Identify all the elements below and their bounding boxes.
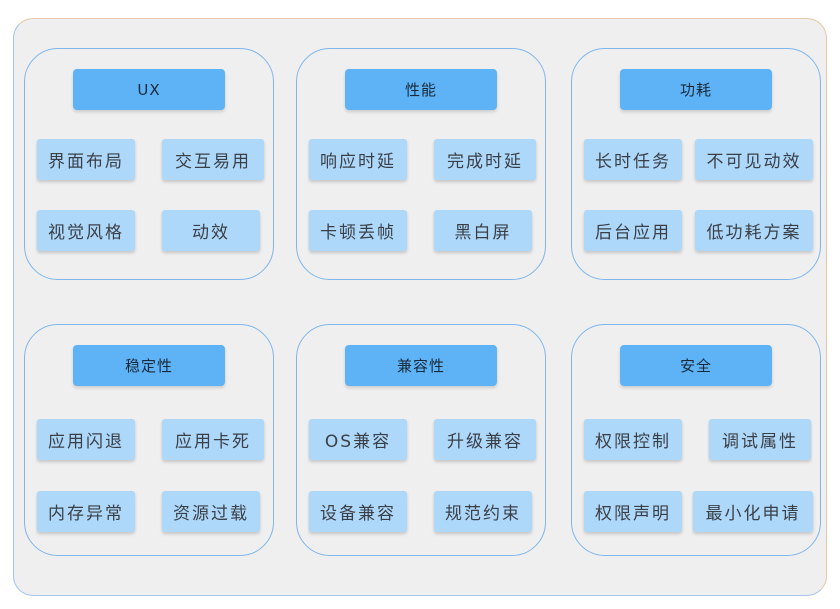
item-tag: 权限声明 [584, 491, 682, 532]
item-tag: 完成时延 [434, 139, 536, 180]
item-tag: 应用闪退 [37, 419, 135, 460]
item-tag: 卡顿丢帧 [309, 210, 407, 251]
item-tag: 权限控制 [584, 419, 682, 460]
item-tag: 动效 [162, 210, 260, 251]
group-title: 安全 [620, 345, 772, 386]
item-tag: 长时任务 [584, 139, 682, 180]
item-tag: 低功耗方案 [695, 210, 813, 251]
item-tag: 不可见动效 [695, 139, 813, 180]
item-tag: 界面布局 [37, 139, 135, 180]
group-title: UX [73, 69, 225, 110]
group-performance: 性能 响应时延 完成时延 卡顿丢帧 黑白屏 [296, 48, 546, 280]
item-tag: 调试属性 [709, 419, 811, 460]
item-tag: 黑白屏 [434, 210, 532, 251]
item-tag: 交互易用 [162, 139, 264, 180]
item-tag: 最小化申请 [693, 491, 813, 532]
item-tag: 响应时延 [309, 139, 407, 180]
item-tag: 应用卡死 [162, 419, 264, 460]
group-security: 安全 权限控制 调试属性 权限声明 最小化申请 [571, 324, 821, 556]
item-tag: 后台应用 [584, 210, 682, 251]
group-title: 性能 [345, 69, 497, 110]
group-stability: 稳定性 应用闪退 应用卡死 内存异常 资源过载 [24, 324, 274, 556]
group-title: 功耗 [620, 69, 772, 110]
group-title: 兼容性 [345, 345, 497, 386]
group-compatibility: 兼容性 OS兼容 升级兼容 设备兼容 规范约束 [296, 324, 546, 556]
item-tag: 资源过载 [162, 491, 260, 532]
item-tag: 规范约束 [434, 491, 532, 532]
group-title: 稳定性 [73, 345, 225, 386]
item-tag: OS兼容 [309, 419, 407, 460]
group-ux: UX 界面布局 交互易用 视觉风格 动效 [24, 48, 274, 280]
group-power: 功耗 长时任务 不可见动效 后台应用 低功耗方案 [571, 48, 821, 280]
item-tag: 内存异常 [37, 491, 135, 532]
item-tag: 升级兼容 [434, 419, 536, 460]
item-tag: 设备兼容 [309, 491, 407, 532]
item-tag: 视觉风格 [37, 210, 135, 251]
